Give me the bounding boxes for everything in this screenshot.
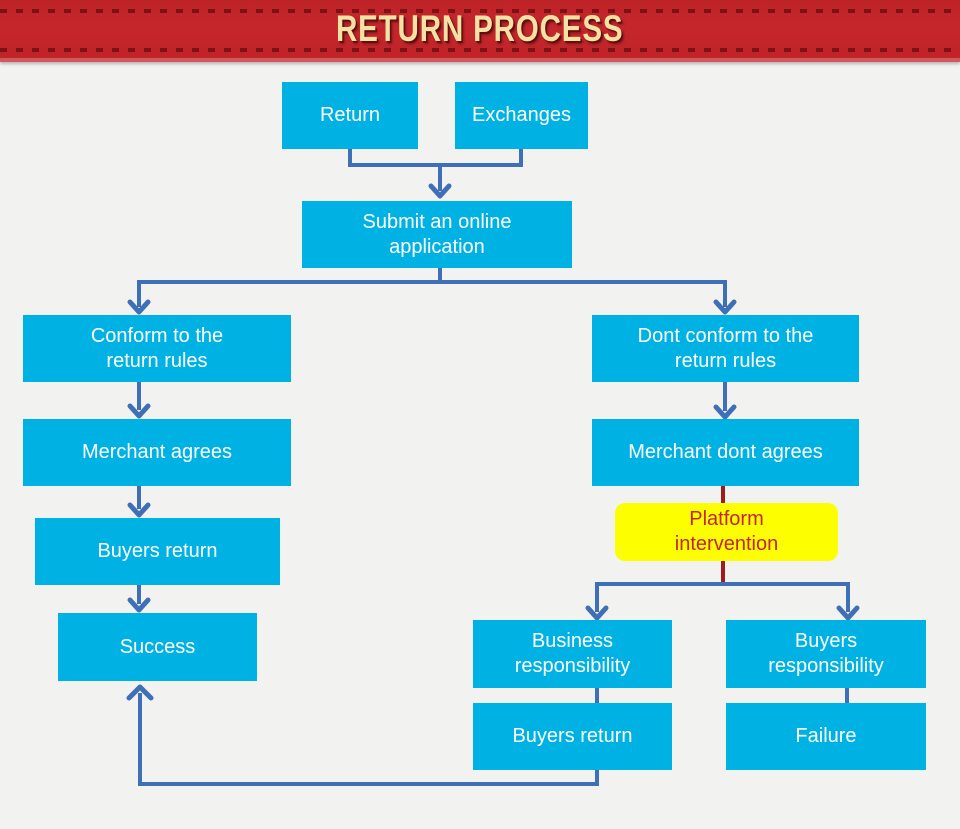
node-buyers-return-left: Buyers return xyxy=(35,518,280,585)
page-title: RETURN PROCESS xyxy=(336,8,624,49)
node-merchant-dont-agrees: Merchant dont agrees xyxy=(592,419,859,486)
loop-wire xyxy=(138,693,599,786)
arrow-to-conform xyxy=(127,299,151,315)
arrow-to-buyers-resp xyxy=(836,605,860,621)
platform-split-wire xyxy=(595,582,850,612)
arrow-to-merchant-dont-agrees xyxy=(713,404,737,420)
node-conform-rules: Conform to the return rules xyxy=(23,315,291,382)
stitch-dashes-bottom xyxy=(0,48,960,52)
node-exchanges: Exchanges xyxy=(455,82,588,149)
header-banner: RETURN PROCESS xyxy=(0,0,960,62)
arrow-to-merchant-agrees xyxy=(127,403,151,419)
node-buyers-responsibility: Buyers responsibility xyxy=(726,620,926,688)
node-merchant-agrees: Merchant agrees xyxy=(23,419,291,486)
node-platform-intervention: Platform intervention xyxy=(615,503,838,561)
node-failure: Failure xyxy=(726,703,926,770)
node-business-responsibility: Business responsibility xyxy=(473,620,672,688)
arrow-to-buyers-return-left xyxy=(127,502,151,518)
node-success: Success xyxy=(58,613,257,681)
arrow-to-business-resp xyxy=(585,605,609,621)
merge-wire xyxy=(348,148,523,167)
arrow-to-dont-conform xyxy=(713,299,737,315)
stitch-dashes-top xyxy=(0,9,960,13)
arrow-up-to-success xyxy=(126,684,154,701)
arrow-to-success xyxy=(127,597,151,613)
node-dont-conform-rules: Dont conform to the return rules xyxy=(592,315,859,382)
arrow-to-submit xyxy=(428,183,452,199)
node-buyers-return-right: Buyers return xyxy=(473,703,672,770)
node-submit-application: Submit an online application xyxy=(302,201,572,268)
node-return: Return xyxy=(282,82,418,149)
split-wire xyxy=(137,280,727,307)
